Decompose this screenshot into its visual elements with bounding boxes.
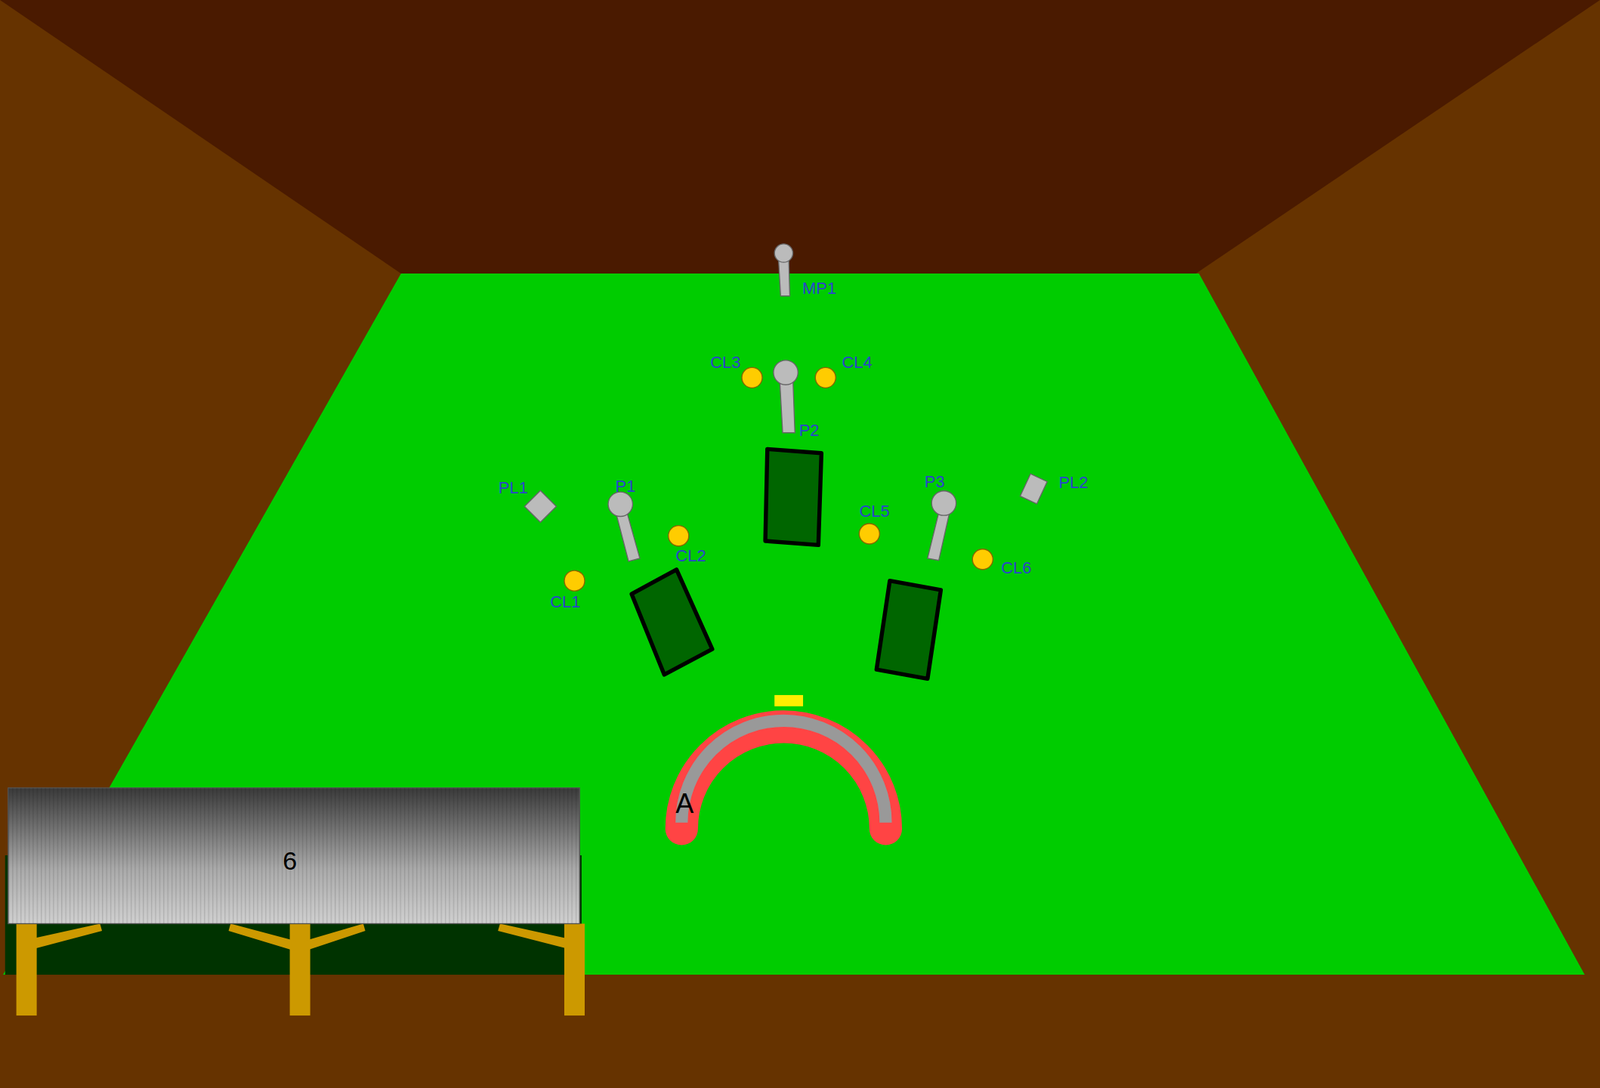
position-label: CL5 (858, 503, 890, 520)
position-label: CL2 (675, 547, 706, 565)
position-label: P1 (615, 478, 637, 495)
performer-figures (524, 244, 1048, 562)
scenery-panel (8, 787, 580, 924)
position-label: P3 (924, 473, 946, 491)
position-label: CL4 (841, 354, 872, 371)
position-label: P2 (799, 422, 820, 439)
position-label: CL6 (1000, 559, 1032, 577)
arch-core (681, 720, 886, 823)
stage-lights (564, 367, 993, 591)
stage-floor (3, 273, 1585, 975)
set-blocks (631, 448, 941, 679)
panel-legs (16, 923, 585, 1017)
back-wall (0, 0, 1600, 274)
marker-label: A (675, 790, 694, 818)
marker-label: 6 (282, 847, 297, 874)
position-label: CL1 (549, 593, 581, 611)
arch-marker (774, 694, 804, 707)
position-label: PL1 (498, 479, 529, 497)
panel-texture (8, 787, 580, 924)
position-label: PL2 (1058, 474, 1088, 492)
position-label: MP1 (802, 280, 837, 297)
position-label: CL3 (710, 354, 741, 371)
